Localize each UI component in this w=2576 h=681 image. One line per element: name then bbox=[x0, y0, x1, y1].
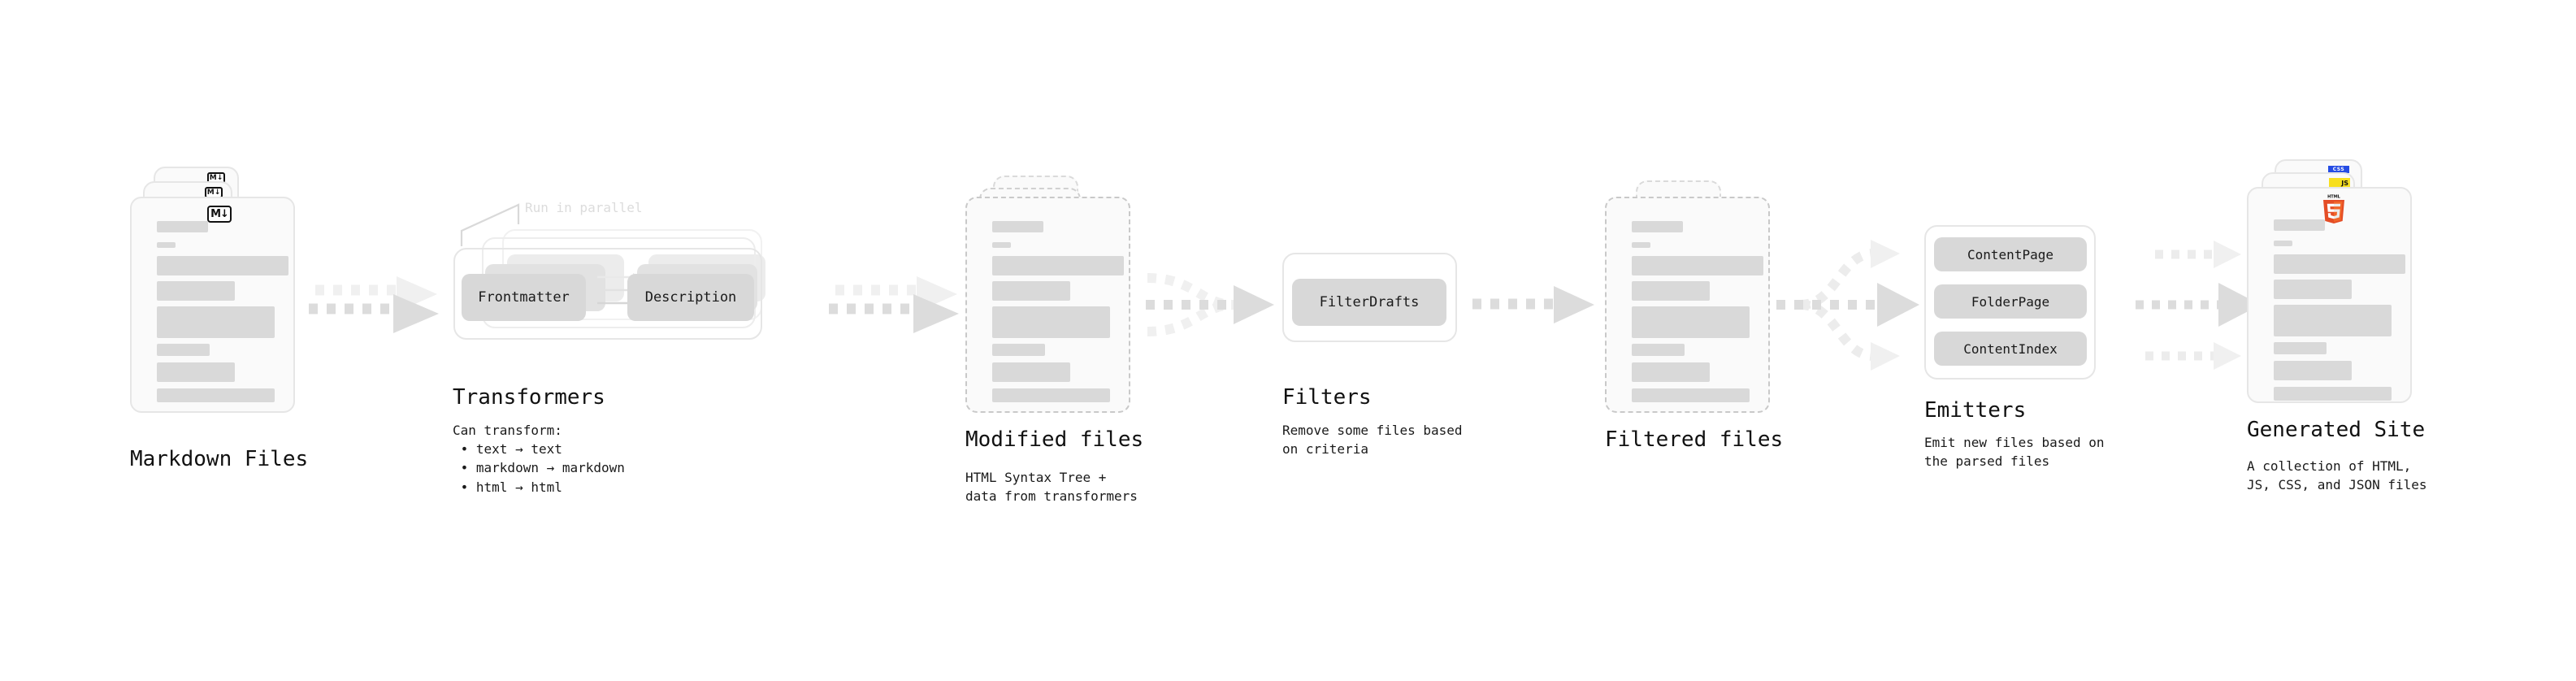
transformer-panel-front bbox=[453, 248, 762, 340]
stage-subtitle-emitters: Emit new files based on the parsed files bbox=[1924, 435, 2105, 470]
skeleton-line bbox=[157, 306, 275, 338]
stage-title-emitters: Emitters bbox=[1924, 398, 2027, 423]
js-badge: JS bbox=[2329, 178, 2350, 189]
skeleton-line bbox=[992, 221, 1043, 232]
skeleton-line bbox=[992, 388, 1110, 402]
skeleton-line bbox=[157, 221, 208, 232]
skeleton-line bbox=[2274, 241, 2292, 246]
skeleton-line bbox=[1632, 242, 1650, 248]
stage-title-filtered-files: Filtered files bbox=[1605, 427, 1784, 452]
skeleton-line bbox=[1632, 281, 1710, 301]
stage-title-markdown-files: Markdown Files bbox=[130, 447, 309, 471]
arrow-modified-to-filters bbox=[1146, 273, 1274, 336]
stage-subtitle-transformers: Can transform: • text → text • markdown … bbox=[453, 423, 625, 495]
arrow-transformers-to-modified bbox=[829, 276, 959, 333]
skeleton-line bbox=[157, 344, 210, 356]
transformer-chip-frontmatter[interactable]: Frontmatter bbox=[462, 274, 586, 321]
stage-subtitle-generated-site: A collection of HTML, JS, CSS, and JSON … bbox=[2247, 458, 2427, 493]
filters-panel bbox=[1282, 253, 1457, 342]
arrow-emitters-to-site bbox=[2136, 241, 2261, 370]
skeleton-line bbox=[1632, 344, 1685, 356]
skeleton-line bbox=[157, 281, 235, 301]
skeleton-line bbox=[157, 388, 275, 402]
skeleton-line bbox=[157, 242, 176, 248]
skeleton-line bbox=[1632, 256, 1763, 275]
skeleton-line bbox=[992, 362, 1070, 382]
skeleton-line bbox=[1632, 388, 1750, 402]
skeleton-line bbox=[992, 344, 1045, 356]
filter-chip-filterdrafts[interactable]: FilterDrafts bbox=[1292, 279, 1446, 326]
emitter-chip-contentindex[interactable]: ContentIndex bbox=[1934, 332, 2087, 366]
arrow-filtered-to-emitters bbox=[1776, 240, 1919, 371]
parallel-bracket bbox=[460, 203, 520, 246]
skeleton-line bbox=[992, 281, 1070, 301]
skeleton-line bbox=[992, 256, 1124, 275]
skeleton-line bbox=[157, 256, 288, 275]
modified-card-front bbox=[965, 197, 1130, 413]
markdown-card-front bbox=[130, 197, 295, 413]
skeleton-line bbox=[992, 306, 1110, 338]
skeleton-line bbox=[2274, 219, 2325, 231]
stage-title-filters: Filters bbox=[1282, 385, 1372, 410]
stage-title-generated-site: Generated Site bbox=[2247, 418, 2426, 442]
skeleton-line bbox=[2274, 280, 2352, 299]
skeleton-line bbox=[1632, 306, 1750, 338]
emitter-chip-contentpage[interactable]: ContentPage bbox=[1934, 237, 2087, 271]
arrow-filters-to-filtered bbox=[1472, 286, 1594, 323]
stage-subtitle-filters: Remove some files based on criteria bbox=[1282, 423, 1463, 458]
skeleton-line bbox=[2274, 254, 2405, 274]
skeleton-line bbox=[157, 362, 235, 382]
stage-title-modified-files: Modified files bbox=[965, 427, 1144, 452]
filtered-card-front bbox=[1605, 197, 1770, 413]
svg-text:HTML: HTML bbox=[2327, 195, 2341, 200]
skeleton-line bbox=[2274, 342, 2327, 354]
markdown-badge: M↓ bbox=[207, 206, 232, 223]
skeleton-line bbox=[1632, 362, 1710, 382]
skeleton-line bbox=[2274, 361, 2352, 380]
emitters-panel bbox=[1924, 225, 2096, 380]
skeleton-line bbox=[2274, 305, 2392, 336]
transformer-chip-description[interactable]: Description bbox=[627, 274, 754, 321]
html5-icon: HTML bbox=[2323, 195, 2344, 223]
skeleton-line bbox=[992, 242, 1011, 248]
arrow-markdown-to-transformers bbox=[309, 276, 439, 333]
stage-subtitle-modified-files: HTML Syntax Tree + data from transformer… bbox=[965, 470, 1138, 505]
css-badge: CSS bbox=[2328, 166, 2349, 173]
site-card-front bbox=[2247, 187, 2412, 403]
parallel-annotation: Run in parallel bbox=[525, 200, 643, 215]
skeleton-line bbox=[1632, 221, 1683, 232]
emitter-chip-folderpage[interactable]: FolderPage bbox=[1934, 284, 2087, 319]
stage-title-transformers: Transformers bbox=[453, 385, 605, 410]
skeleton-line bbox=[2274, 387, 2392, 401]
